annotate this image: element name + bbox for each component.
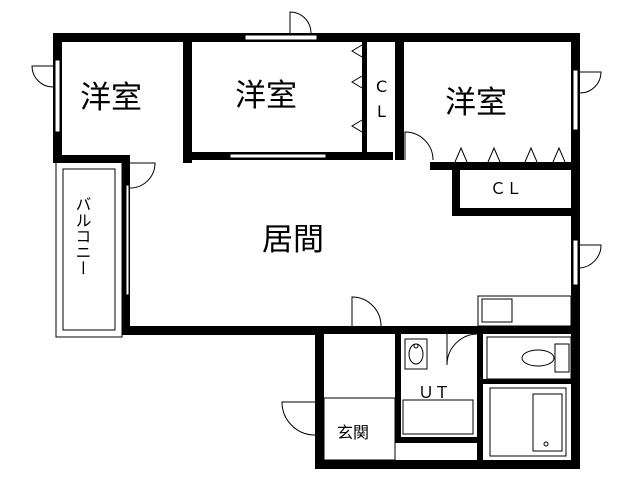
windows <box>54 34 579 296</box>
entrance-label: 玄関 <box>337 423 369 442</box>
door-swing-living-bedroom-left <box>129 162 156 189</box>
bedroom-center-label: 洋室 <box>235 78 297 114</box>
door-swing-left <box>31 65 54 88</box>
bathtub-icon <box>489 387 567 457</box>
room-labels: 洋室 洋室 洋室 C L ＣＬ 居間 バルコニー ＵＴ 玄関 <box>73 77 523 442</box>
closet-l-label: L <box>377 102 386 121</box>
closet-c-label: C <box>376 77 387 96</box>
door-swing-ut <box>446 333 479 366</box>
doors <box>31 11 602 436</box>
bedroom-right-label: 洋室 <box>445 85 507 121</box>
fixtures <box>402 336 572 457</box>
door-swing-right-top <box>579 71 602 94</box>
utility-label: ＵＴ <box>418 383 450 402</box>
interior-walls <box>53 33 580 461</box>
door-swing-bedroom-right <box>404 131 434 161</box>
door-swing-right-living <box>579 244 602 269</box>
closet-right-label: ＣＬ <box>490 179 522 198</box>
door-swing-entrance <box>281 401 316 436</box>
toilet-icon <box>486 336 572 380</box>
door-swing-top <box>289 11 312 34</box>
balcony-label: バルコニー <box>73 196 92 276</box>
bedroom-left-label: 洋室 <box>80 80 142 116</box>
door-swing-living-ut <box>351 296 382 327</box>
washbasin-icon <box>404 338 428 370</box>
living-label: 居間 <box>262 222 324 258</box>
